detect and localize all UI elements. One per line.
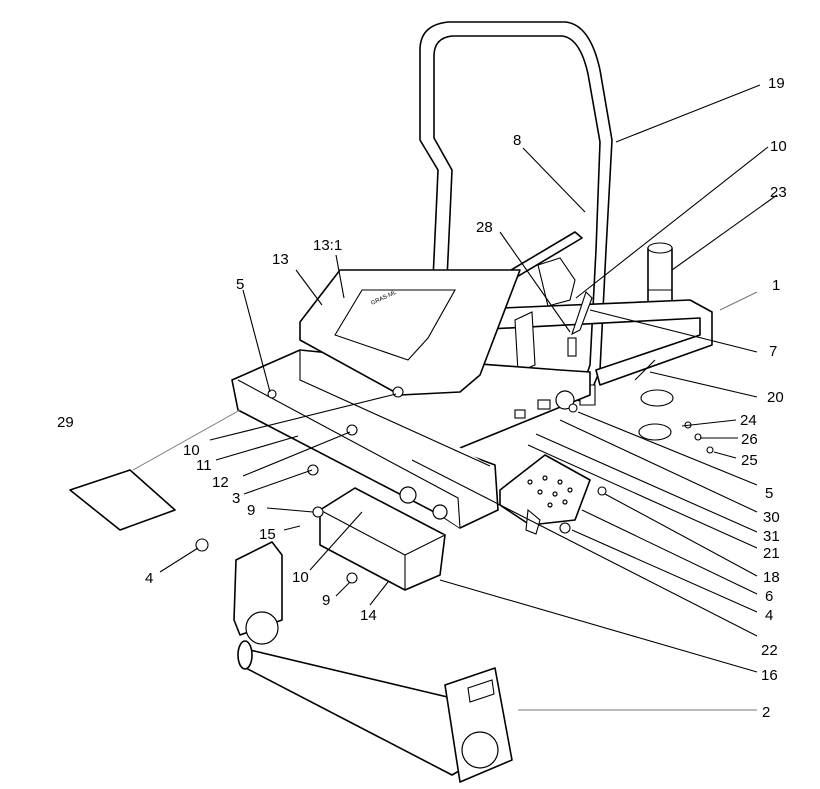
callout-25: 25 [741,452,758,469]
foot-plate-holes [527,475,573,508]
callout-8: 8 [513,132,521,149]
callout-18: 18 [763,569,780,586]
callout-31: 31 [763,528,780,545]
callout-26: 26 [741,431,758,448]
main-chassis-frame [231,349,591,529]
callout-9-upper: 9 [247,502,255,519]
callout-13: 13 [272,251,289,268]
callout-5-left: 5 [236,276,244,293]
callout-10-upper: 10 [770,138,787,155]
callout-21: 21 [763,545,780,562]
callout-20: 20 [767,389,784,406]
callout-23: 23 [770,184,787,201]
seat-plate: GRAS-ML [299,269,521,396]
front-frame [233,541,513,783]
callout-labels: 19 8 10 23 28 13 13:1 1 5 7 20 29 10 24 … [57,75,787,721]
callout-13-1: 13:1 [313,237,342,254]
leader-lines [132,84,778,711]
callout-22: 22 [761,642,778,659]
callout-24: 24 [740,412,757,429]
callout-12: 12 [212,474,229,491]
callout-10-lower: 10 [292,569,309,586]
callout-28: 28 [476,219,493,236]
callout-11: 11 [196,457,212,474]
callout-29: 29 [57,414,74,431]
callout-4-right: 4 [765,607,773,624]
callout-3: 3 [232,490,240,507]
mat [69,469,176,531]
callout-4-left: 4 [145,570,153,587]
callout-19: 19 [768,75,785,92]
callout-2: 2 [762,704,770,721]
callout-9-lower: 9 [322,592,330,609]
hardware [195,290,714,584]
callout-16: 16 [761,667,778,684]
callout-7: 7 [769,343,777,360]
battery-tray [319,487,446,591]
callout-15: 15 [259,526,276,543]
callout-14: 14 [360,607,377,624]
callout-1: 1 [772,277,780,294]
callout-6: 6 [765,588,773,605]
callout-10-mid: 10 [183,442,200,459]
canister [647,242,673,315]
callout-30: 30 [763,509,780,526]
callout-5-right: 5 [765,485,773,502]
